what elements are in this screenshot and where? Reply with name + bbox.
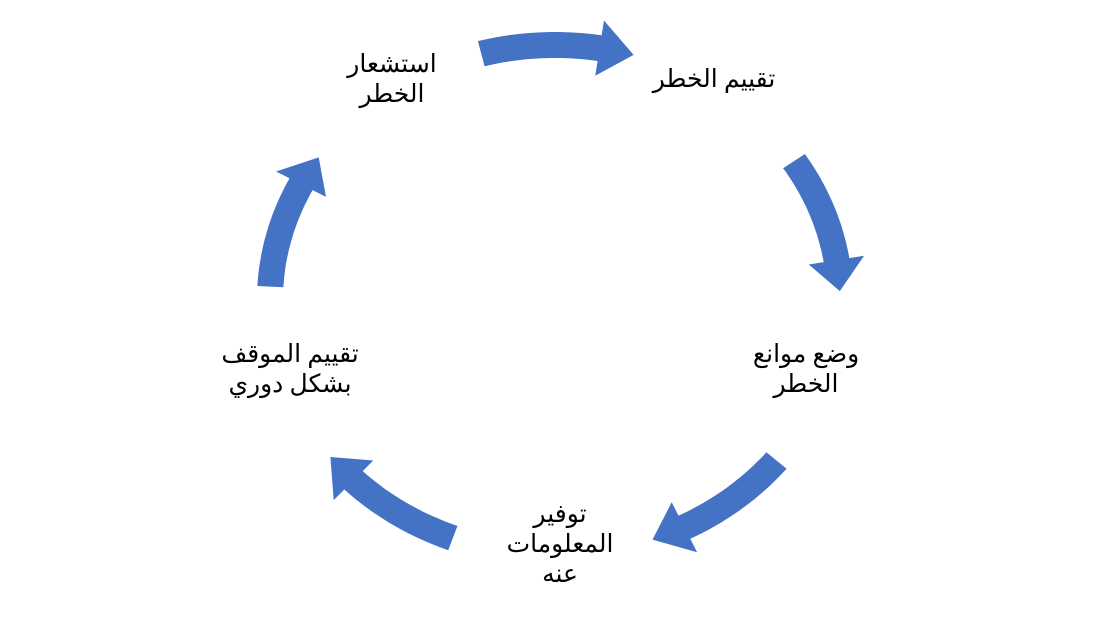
- node-line: عنه: [542, 561, 578, 588]
- node-line: استشعار: [347, 51, 437, 78]
- cycle-arrow-2: [783, 154, 865, 292]
- node-provide-info: توفير المعلومات عنه: [507, 500, 614, 590]
- node-line: بشكل دوري: [228, 371, 352, 398]
- node-line: الخطر: [359, 81, 425, 108]
- node-risk-barriers: وضع موانع الخطر: [753, 340, 859, 400]
- node-line: توفير: [533, 501, 587, 528]
- node-periodic-review: تقييم الموقف بشكل دوري: [221, 340, 358, 400]
- node-sense-risk: استشعار الخطر: [347, 50, 437, 110]
- cycle-arrow-1: [477, 20, 634, 76]
- node-line: المعلومات: [506, 531, 614, 558]
- cycle-arrow-4: [330, 457, 458, 551]
- node-line: وضع موانع: [752, 341, 860, 368]
- node-line: الخطر: [773, 371, 839, 398]
- node-assess-risk: تقييم الخطر: [653, 65, 776, 95]
- cycle-arrow-5: [257, 157, 326, 288]
- node-line: تقييم الخطر: [652, 66, 776, 93]
- node-line: تقييم الموقف: [221, 341, 359, 368]
- cycle-arrow-3: [652, 452, 787, 553]
